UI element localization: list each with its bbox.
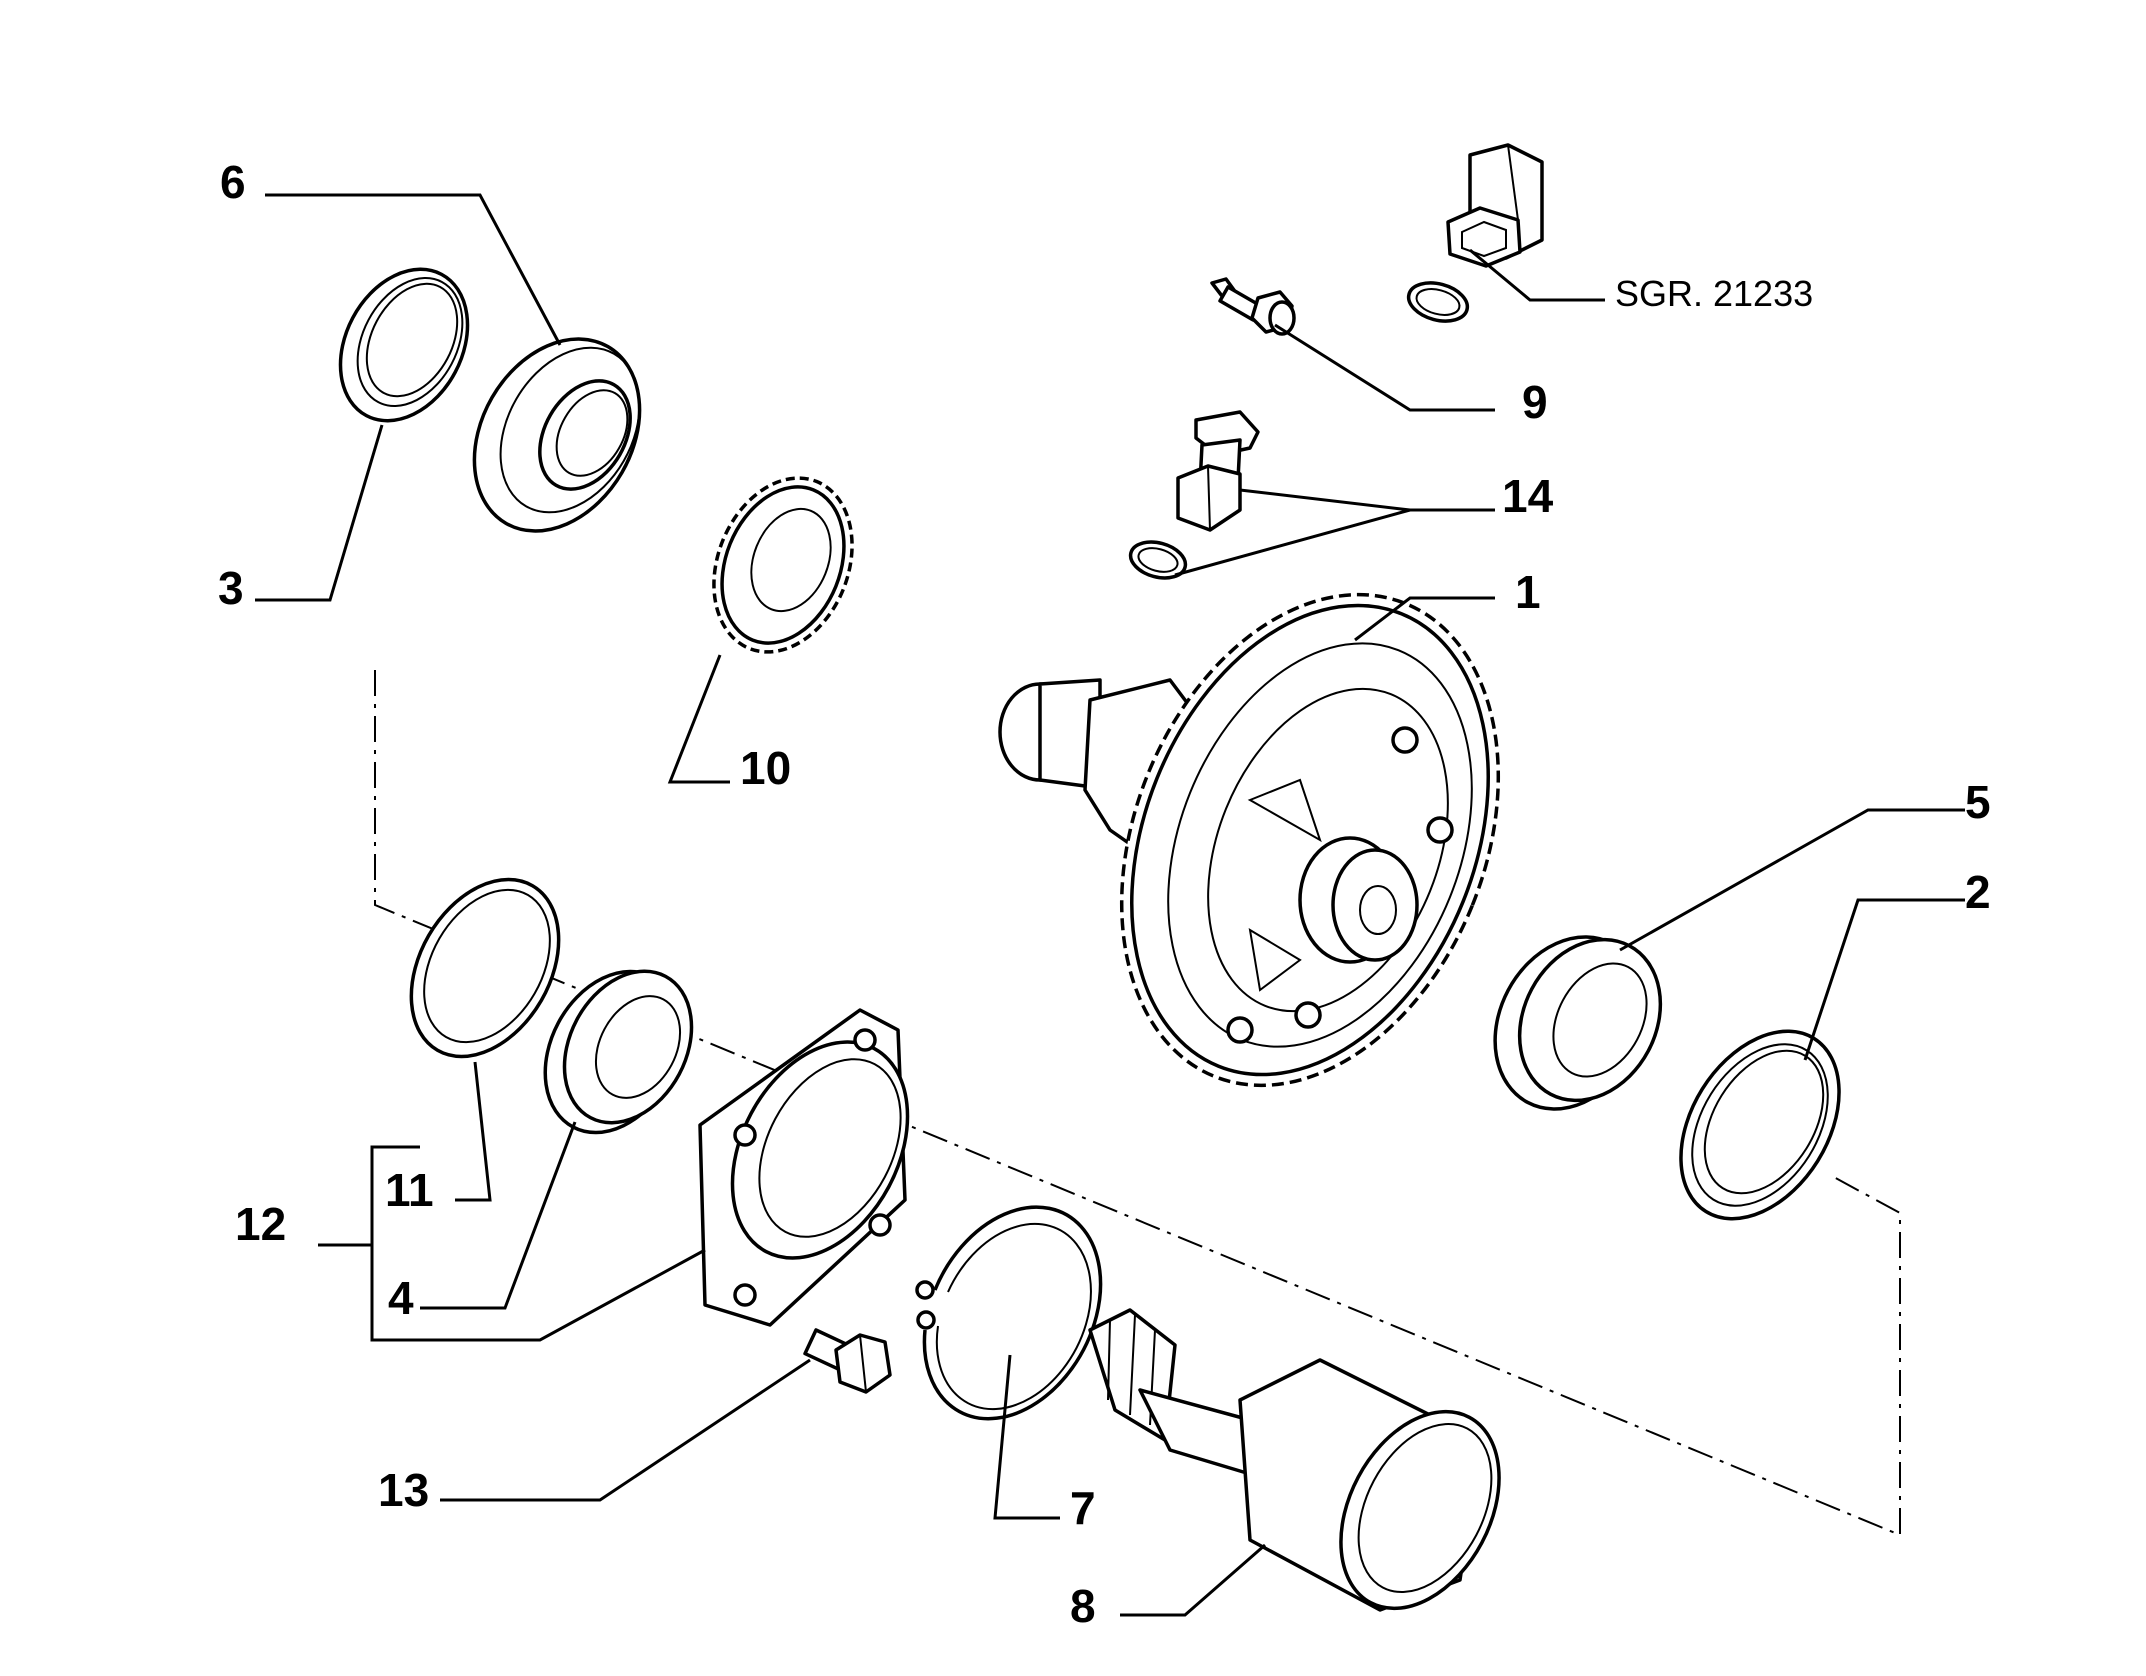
flange-plate-12 (698, 1008, 910, 1327)
callout-14: 14 (1502, 470, 1554, 522)
bolt-13 (803, 1328, 892, 1394)
callout-8: 8 (1070, 1580, 1096, 1632)
callout-9: 9 (1522, 376, 1548, 428)
callout-11: 11 (385, 1164, 434, 1216)
seal-ring-2 (1679, 1029, 1841, 1221)
assembly-axis (374, 670, 1901, 1537)
leader-lines (255, 193, 1965, 1617)
callout-3: 3 (218, 562, 244, 614)
bolt-9 (1210, 277, 1296, 336)
callout-12: 12 (235, 1198, 286, 1250)
callout-6: 6 (220, 156, 246, 208)
bearing-5 (1493, 935, 1663, 1111)
gear-10 (712, 476, 854, 654)
shim-ring-11 (409, 877, 561, 1059)
valve-14 (1128, 410, 1260, 580)
callout-2: 2 (1965, 866, 1991, 918)
hex-socket-sgr (1406, 143, 1544, 323)
callout-labels: 6 3 9 14 1 10 5 2 11 12 4 13 7 8 SGR. 21… (218, 156, 1991, 1632)
reference-sgr: SGR. 21233 (1615, 273, 1813, 314)
callout-7: 7 (1070, 1482, 1096, 1534)
seal-ring-3 (338, 267, 470, 423)
callout-4: 4 (388, 1272, 414, 1324)
callout-5: 5 (1965, 776, 1991, 828)
circlip-7 (915, 1205, 1103, 1421)
output-shaft-8 (1088, 1308, 1501, 1612)
bearing-4 (543, 969, 694, 1135)
callout-10: 10 (740, 742, 791, 794)
differential-1 (998, 592, 1501, 1088)
callout-13: 13 (378, 1464, 429, 1516)
callout-1: 1 (1515, 566, 1541, 618)
bearing-6 (472, 337, 642, 533)
